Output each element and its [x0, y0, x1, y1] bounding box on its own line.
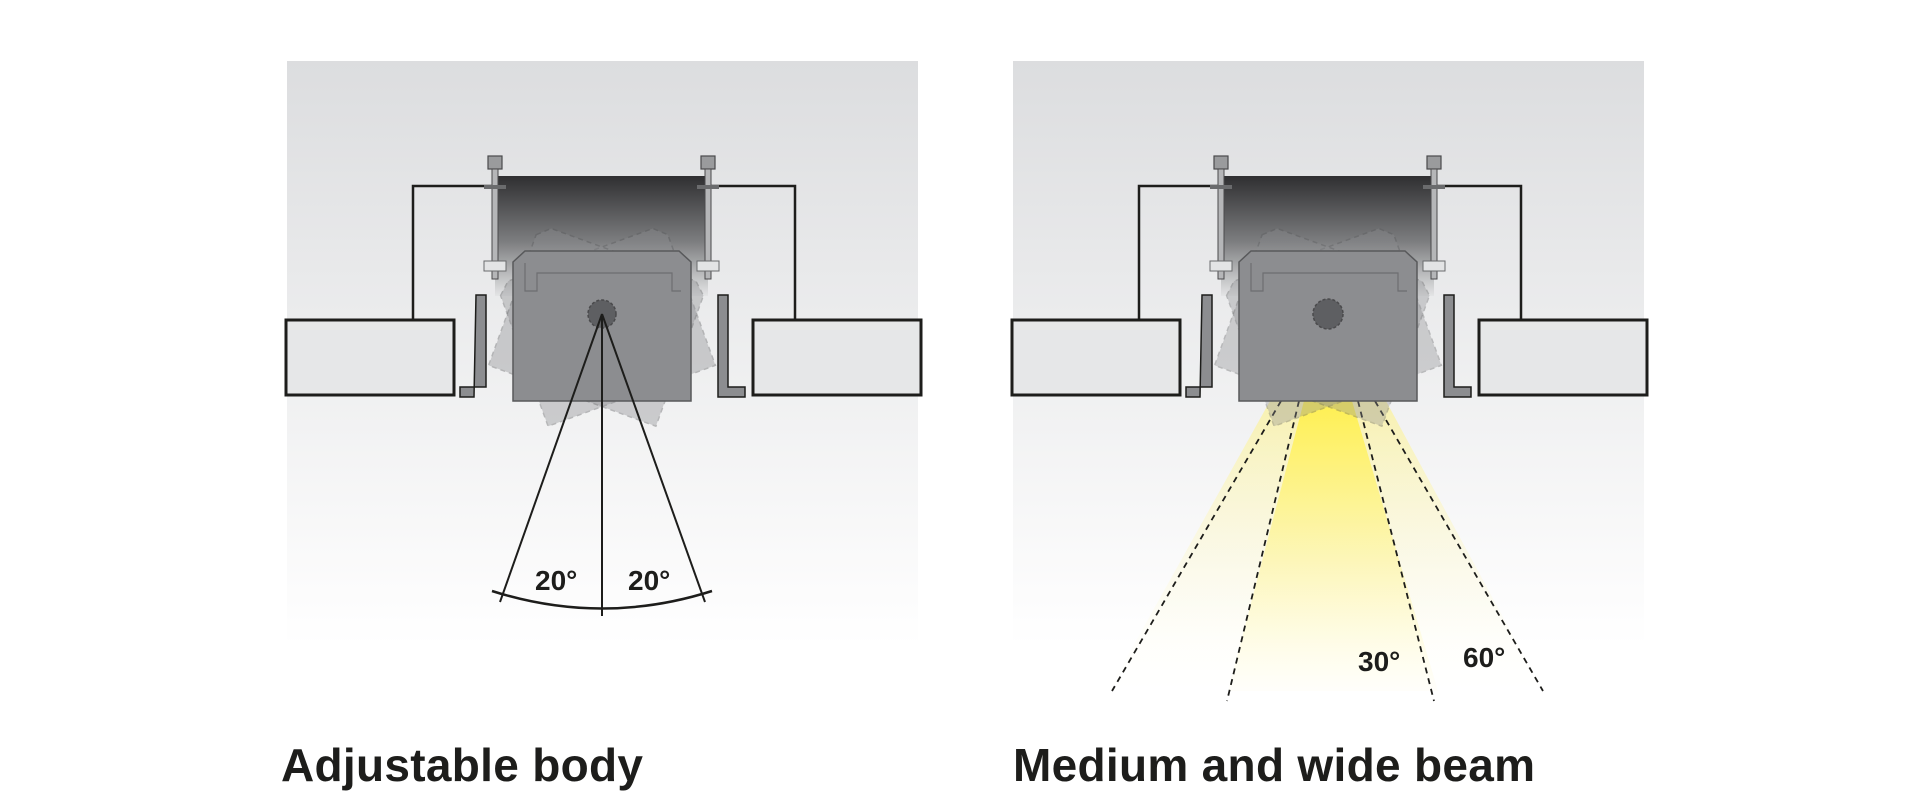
body-inner-line	[524, 263, 681, 292]
body-inner-line	[1250, 263, 1407, 292]
bolt-left	[483, 155, 507, 280]
medium-beam	[1228, 401, 1438, 691]
angle-label-left: 20°	[535, 565, 577, 596]
medium-beam-label: 30°	[1358, 646, 1400, 677]
bracket-right	[717, 294, 746, 398]
bracket-right	[1443, 294, 1472, 398]
bolt-right	[1422, 155, 1446, 280]
wide-beam-label: 60°	[1463, 642, 1505, 673]
ceiling-left	[284, 318, 456, 397]
adjustable-body-diagram: 20° 20°	[284, 61, 923, 671]
housing-outline	[1137, 184, 1523, 320]
ceiling-right	[1477, 318, 1649, 397]
caption-adjustable-body: Adjustable body	[281, 739, 644, 791]
angle-lines	[491, 313, 713, 616]
bracket-left	[1185, 294, 1213, 398]
beam-angle-svg: 30° 60°	[1010, 61, 1649, 702]
caption-medium-wide-beam: Medium and wide beam	[1013, 739, 1536, 791]
beam-angle-diagram: 30° 60°	[1010, 61, 1649, 702]
beam-lines	[1111, 400, 1544, 702]
pivot-knob	[1312, 298, 1344, 330]
ceiling-right	[751, 318, 923, 397]
bolt-right	[696, 155, 720, 280]
bracket-left	[459, 294, 487, 398]
angle-label-right: 20°	[628, 565, 670, 596]
ceiling-left	[1010, 318, 1182, 397]
adjustable-body-svg: 20° 20°	[284, 61, 923, 646]
bolt-left	[1209, 155, 1233, 280]
housing-outline	[411, 184, 797, 320]
